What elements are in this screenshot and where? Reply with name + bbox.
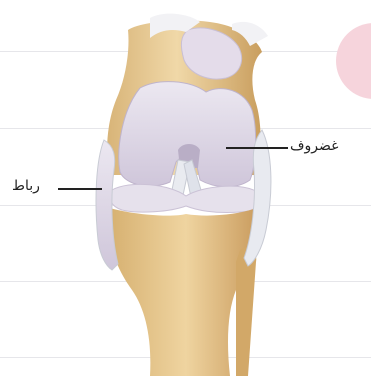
ligament-leader-line <box>58 188 102 190</box>
cartilage-leader-line <box>226 147 288 149</box>
ligament-label: رباط <box>12 178 40 194</box>
fibula-bone <box>236 248 256 376</box>
cartilage-label: غضروف <box>290 138 338 154</box>
